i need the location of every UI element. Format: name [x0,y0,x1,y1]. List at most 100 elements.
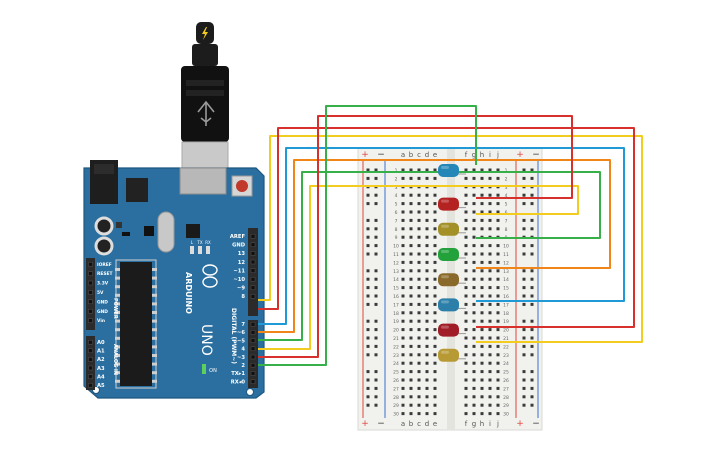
breadboard-hole[interactable] [472,227,476,231]
wire-yellow-outer[interactable] [258,135,643,343]
breadboard-hole[interactable] [472,277,476,281]
breadboard-hole[interactable] [401,370,405,374]
breadboard-hole[interactable] [488,378,492,382]
rail-hole[interactable] [530,176,534,180]
rail-hole[interactable] [366,302,370,306]
rail-hole[interactable] [374,244,378,248]
breadboard-hole[interactable] [488,370,492,374]
breadboard-hole[interactable] [480,260,484,264]
rail-hole[interactable] [366,319,370,323]
breadboard-hole[interactable] [401,202,405,206]
breadboard-hole[interactable] [464,269,468,273]
breadboard-hole[interactable] [480,193,484,197]
breadboard-hole[interactable] [480,386,484,390]
breadboard-hole[interactable] [480,378,484,382]
breadboard-hole[interactable] [496,176,500,180]
led-body[interactable] [438,222,459,236]
breadboard-hole[interactable] [433,244,437,248]
breadboard-hole[interactable] [496,378,500,382]
rail-hole[interactable] [374,336,378,340]
breadboard-hole[interactable] [417,395,421,399]
breadboard-hole[interactable] [472,353,476,357]
rail-hole[interactable] [374,202,378,206]
breadboard-hole[interactable] [488,403,492,407]
rail-hole[interactable] [374,227,378,231]
digital-pin[interactable] [250,242,256,248]
led-body[interactable] [438,273,459,287]
breadboard-hole[interactable] [425,361,429,365]
breadboard-hole[interactable] [480,311,484,315]
breadboard-hole[interactable] [417,244,421,248]
rail-hole[interactable] [530,336,534,340]
rail-hole[interactable] [366,193,370,197]
rail-hole[interactable] [522,202,526,206]
rail-hole[interactable] [522,294,526,298]
breadboard-hole[interactable] [417,412,421,416]
breadboard-hole[interactable] [417,269,421,273]
breadboard-hole[interactable] [433,386,437,390]
rail-hole[interactable] [522,395,526,399]
rail-hole[interactable] [530,252,534,256]
breadboard-hole[interactable] [488,227,492,231]
breadboard-hole[interactable] [401,403,405,407]
rail-hole[interactable] [522,244,526,248]
breadboard[interactable]: + − + − + − + − a b c d e f g h i j a b … [357,147,543,431]
breadboard-hole[interactable] [464,168,468,172]
breadboard-hole[interactable] [425,319,429,323]
rail-hole[interactable] [530,269,534,273]
breadboard-hole[interactable] [401,344,405,348]
breadboard-hole[interactable] [480,294,484,298]
breadboard-hole[interactable] [425,286,429,290]
breadboard-hole[interactable] [464,403,468,407]
rail-hole[interactable] [522,370,526,374]
breadboard-hole[interactable] [401,328,405,332]
breadboard-hole[interactable] [464,311,468,315]
breadboard-hole[interactable] [409,269,413,273]
rail-hole[interactable] [530,286,534,290]
breadboard-hole[interactable] [488,319,492,323]
rail-hole[interactable] [374,269,378,273]
breadboard-hole[interactable] [401,244,405,248]
breadboard-hole[interactable] [480,361,484,365]
breadboard-hole[interactable] [401,176,405,180]
rail-hole[interactable] [374,403,378,407]
breadboard-hole[interactable] [480,277,484,281]
breadboard-hole[interactable] [480,336,484,340]
breadboard-hole[interactable] [409,328,413,332]
breadboard-hole[interactable] [480,328,484,332]
breadboard-hole[interactable] [464,210,468,214]
breadboard-hole[interactable] [401,412,405,416]
breadboard-hole[interactable] [433,344,437,348]
breadboard-hole[interactable] [425,235,429,239]
digital-pin[interactable] [250,338,256,343]
rail-hole[interactable] [374,168,378,172]
rail-hole[interactable] [374,319,378,323]
breadboard-hole[interactable] [496,311,500,315]
breadboard-hole[interactable] [472,370,476,374]
breadboard-hole[interactable] [480,269,484,273]
breadboard-hole[interactable] [425,378,429,382]
rail-hole[interactable] [522,319,526,323]
breadboard-hole[interactable] [409,260,413,264]
rail-hole[interactable] [522,218,526,222]
breadboard-hole[interactable] [417,386,421,390]
breadboard-hole[interactable] [409,252,413,256]
breadboard-hole[interactable] [496,361,500,365]
analog-pin[interactable] [88,374,93,379]
breadboard-hole[interactable] [464,361,468,365]
breadboard-hole[interactable] [496,227,500,231]
rail-hole[interactable] [530,168,534,172]
breadboard-hole[interactable] [417,311,421,315]
led[interactable] [438,222,466,236]
breadboard-hole[interactable] [464,252,468,256]
breadboard-hole[interactable] [433,277,437,281]
breadboard-hole[interactable] [488,277,492,281]
breadboard-hole[interactable] [472,395,476,399]
led-body[interactable] [438,298,459,312]
breadboard-hole[interactable] [417,319,421,323]
breadboard-hole[interactable] [401,361,405,365]
rail-hole[interactable] [374,286,378,290]
rail-hole[interactable] [522,386,526,390]
digital-pin[interactable] [250,346,256,352]
